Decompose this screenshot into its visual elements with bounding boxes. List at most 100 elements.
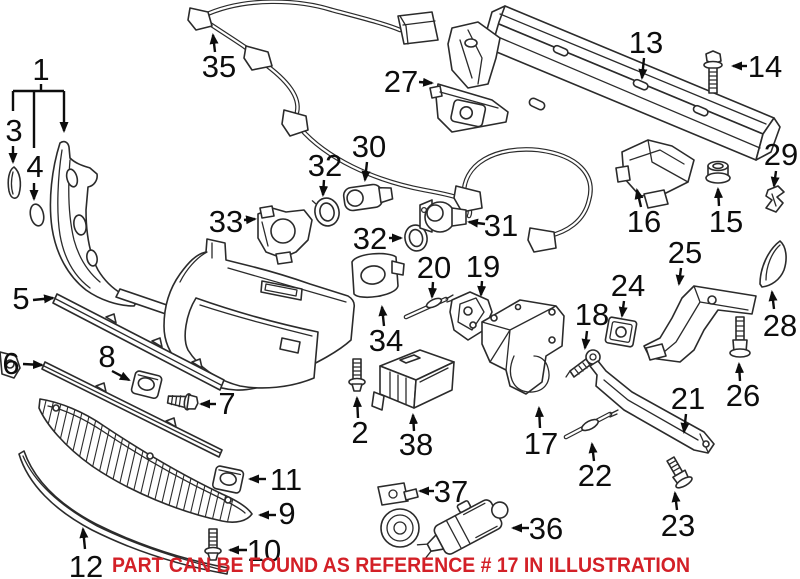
ref-label-4: 4 — [26, 149, 43, 184]
ref-label-23: 23 — [661, 508, 695, 543]
arrow — [209, 33, 219, 53]
ref-9-group: 9 — [258, 496, 296, 531]
arrow — [534, 406, 544, 429]
harness-connector — [187, 7, 213, 31]
arrow — [467, 218, 486, 228]
ref-label-35: 35 — [202, 49, 236, 84]
harness-connector — [281, 109, 309, 137]
harness-clip — [528, 97, 546, 111]
arrow — [618, 300, 628, 318]
ref-label-16: 16 — [627, 204, 661, 239]
part-clip-nut-8 — [130, 370, 163, 400]
ref-14-group: 14 — [731, 49, 782, 84]
ref-label-11: 11 — [270, 462, 302, 497]
arrow — [32, 294, 55, 304]
part-park-sensor-31 — [419, 199, 467, 233]
harness-main-plug — [397, 11, 439, 45]
ref-label-17: 17 — [524, 426, 558, 461]
arrow — [675, 267, 685, 286]
part-bolt-26 — [729, 316, 751, 358]
arrow — [243, 215, 257, 225]
part-bolt-14 — [703, 50, 723, 94]
ref-31-group: 31 — [467, 208, 518, 243]
ref-label-1: 1 — [32, 52, 49, 87]
part-sensor-bracket-33 — [257, 205, 313, 265]
arrow — [428, 281, 438, 299]
ref-17-group: 17 — [524, 406, 558, 461]
part-ring-32a — [311, 197, 340, 227]
ref-label-12: 12 — [69, 549, 103, 579]
part-screw-2 — [348, 358, 366, 392]
part-tow-hook-cap — [351, 252, 405, 298]
part-actuator — [416, 499, 509, 560]
ref-label-32b: 32 — [353, 221, 387, 256]
ref-19-group: 19 — [466, 249, 500, 297]
part-clip-nut-11 — [211, 465, 245, 494]
ref-label-7: 7 — [218, 386, 235, 421]
ref-2-group: 2 — [351, 396, 369, 450]
part-screw-18 — [565, 349, 601, 378]
ref-5-group: 5 — [12, 281, 55, 316]
arrow — [22, 360, 44, 370]
part-chrome-strip — [18, 450, 229, 575]
part-bumper-cover — [163, 238, 356, 391]
ref-label-27: 27 — [384, 64, 418, 99]
ref-label-3: 3 — [5, 113, 22, 148]
arrow — [361, 161, 371, 182]
ref-label-19: 19 — [466, 249, 500, 284]
ref-23-group: 23 — [661, 491, 695, 543]
ref-13-group: 13 — [629, 25, 663, 80]
ref-label-9: 9 — [278, 496, 295, 531]
ref-label-32a: 32 — [308, 148, 342, 183]
arrow — [735, 362, 745, 382]
part-crash-box — [615, 139, 695, 209]
ref-label-31: 31 — [484, 208, 518, 243]
part-trim-blade — [759, 240, 787, 288]
ref-label-14: 14 — [748, 49, 782, 84]
ref-32b-group: 32 — [353, 221, 403, 256]
ref-label-29: 29 — [764, 137, 798, 172]
ref-label-5: 5 — [12, 281, 29, 316]
arrow — [680, 413, 690, 434]
ref-15-group: 15 — [709, 187, 743, 239]
arrow — [319, 179, 329, 197]
ref-22-group: 22 — [578, 442, 612, 493]
ref-label-20: 20 — [417, 250, 451, 285]
harness-connector — [243, 45, 273, 71]
ref-label-28: 28 — [763, 308, 797, 343]
ref-30-group: 30 — [352, 129, 386, 182]
ref-7-group: 7 — [199, 386, 236, 421]
ref-label-6: 6 — [2, 346, 19, 381]
ref-20-group: 20 — [417, 250, 451, 299]
ref-10-group: 10 — [228, 533, 281, 568]
part-rivet-22 — [563, 409, 619, 440]
ref-33-group: 33 — [209, 204, 257, 239]
ref-label-25: 25 — [668, 235, 702, 270]
arrow — [768, 290, 778, 310]
ref-label-34: 34 — [369, 323, 403, 358]
part-clip-29 — [765, 185, 785, 213]
part-bolt-23 — [666, 456, 693, 489]
arrow — [638, 57, 648, 80]
ref-label-22: 22 — [578, 458, 612, 493]
ref-label-33: 33 — [209, 204, 243, 239]
arrow — [352, 396, 362, 419]
arrow — [770, 170, 780, 188]
arrow — [418, 77, 434, 87]
arrow — [634, 188, 644, 208]
ref-38-group: 38 — [399, 413, 433, 462]
part-control-module — [371, 349, 455, 411]
part-screw-7 — [166, 393, 199, 411]
arrow — [581, 330, 591, 350]
ref-4-group: 4 — [26, 149, 44, 201]
arrow — [588, 442, 598, 462]
ref-25-group: 25 — [668, 235, 702, 286]
ref-28-group: 28 — [763, 290, 797, 343]
arrow — [671, 491, 681, 511]
ref-label-24: 24 — [611, 268, 645, 303]
arrow — [111, 369, 131, 382]
ref-3-group: 3 — [5, 113, 23, 164]
part-screw-10 — [204, 528, 222, 561]
part-license-bracket — [429, 21, 509, 133]
